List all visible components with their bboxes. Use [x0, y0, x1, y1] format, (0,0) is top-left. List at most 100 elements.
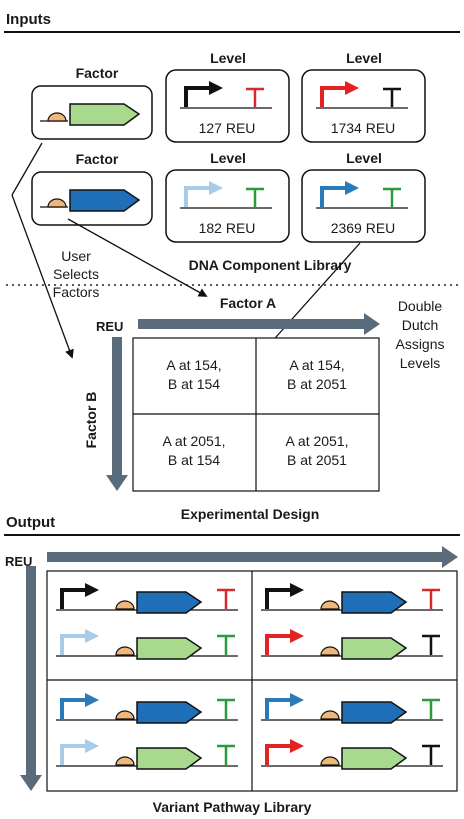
output-reu-label: REU: [5, 554, 32, 569]
cds-icon: [136, 701, 203, 724]
level-3-glyph: [180, 181, 272, 209]
rbs-icon: [320, 756, 340, 766]
design-cell-1-line-1: A at 154,: [166, 357, 221, 373]
design-cell-4-line-2: B at 2051: [287, 452, 347, 468]
level-2-label: Level: [346, 50, 382, 66]
promoter-icon: [85, 583, 99, 597]
cds-icon: [136, 591, 203, 614]
promoter-icon: [345, 81, 359, 95]
factor-2-glyph: [40, 189, 141, 212]
variant-4: [261, 693, 443, 770]
design-caption: Experimental Design: [181, 506, 320, 522]
terminator-icon: [246, 87, 264, 107]
inputs-heading: Inputs: [6, 11, 51, 28]
terminator-icon: [422, 634, 440, 655]
terminator-icon: [217, 744, 235, 765]
promoter-icon: [290, 739, 304, 753]
level-3-label: Level: [210, 150, 246, 166]
double-dutch-line-3: Assigns: [395, 336, 444, 352]
promoter-icon: [85, 629, 99, 643]
rbs-icon: [320, 710, 340, 720]
variant-4-unit-a: [261, 693, 443, 724]
variant-4-unit-b: [261, 739, 443, 770]
level-4-label: Level: [346, 150, 382, 166]
selection-line: [11, 142, 43, 196]
terminator-icon: [217, 588, 235, 609]
terminator-icon: [383, 87, 401, 107]
level-1-label: Level: [210, 50, 246, 66]
variant-2-unit-a: [261, 583, 443, 614]
cds-icon: [341, 747, 408, 770]
variant-3: [56, 693, 238, 770]
rbs-icon: [47, 198, 67, 208]
cds-icon: [341, 701, 408, 724]
variant-2: [261, 583, 443, 660]
rbs-icon: [320, 600, 340, 610]
terminator-icon: [217, 698, 235, 719]
design-reu-label: REU: [96, 319, 123, 334]
variant-3-unit-a: [56, 693, 238, 724]
level-4-value: 2369 REU: [331, 220, 396, 236]
terminator-icon: [217, 634, 235, 655]
variant-1-unit-a: [56, 583, 238, 614]
variant-2-unit-b: [261, 629, 443, 660]
factor-b-arrow: [11, 194, 74, 359]
cds-icon: [341, 637, 408, 660]
design-cell-1-line-2: B at 154: [168, 376, 220, 392]
promoter-icon: [85, 739, 99, 753]
factor-1-glyph: [40, 103, 141, 126]
user-selects-line-3: Factors: [53, 284, 100, 300]
rbs-icon: [115, 710, 135, 720]
cds-icon: [69, 103, 141, 126]
level-3-value: 182 REU: [199, 220, 256, 236]
level-2-value: 1734 REU: [331, 120, 396, 136]
design-cell-2-line-1: A at 154,: [289, 357, 344, 373]
design-cell-4-line-1: A at 2051,: [285, 433, 348, 449]
terminator-icon: [422, 744, 440, 765]
double-dutch-line-4: Levels: [400, 355, 440, 371]
promoter-icon: [290, 583, 304, 597]
design-cell-3-line-2: B at 154: [168, 452, 220, 468]
factor-1-label: Factor: [76, 65, 119, 81]
cds-icon: [136, 747, 203, 770]
promoter-icon: [290, 629, 304, 643]
rbs-icon: [115, 600, 135, 610]
user-selects-line-1: User: [61, 248, 91, 264]
variant-1-unit-b: [56, 629, 238, 660]
promoter-icon: [85, 693, 99, 707]
factor-2-label: Factor: [76, 151, 119, 167]
level-2-glyph: [316, 81, 408, 109]
terminator-icon: [422, 698, 440, 719]
double-dutch-line-2: Dutch: [402, 317, 439, 333]
rbs-icon: [115, 756, 135, 766]
output-caption: Variant Pathway Library: [153, 799, 312, 815]
variant-3-unit-b: [56, 739, 238, 770]
design-grid: [132, 337, 380, 492]
output-y-axis-arrow: [20, 566, 42, 791]
design-cell-3-line-1: A at 2051,: [162, 433, 225, 449]
level-1-value: 127 REU: [199, 120, 256, 136]
user-selects-line-2: Selects: [53, 266, 99, 282]
double-dutch-line-1: Double: [398, 298, 443, 314]
rbs-icon: [320, 646, 340, 656]
level-4-glyph: [316, 181, 408, 209]
promoter-icon: [209, 81, 223, 95]
terminator-icon: [422, 588, 440, 609]
factor-a-arrow: [67, 218, 208, 297]
level-1-glyph: [180, 81, 272, 109]
factor-a-label: Factor A: [220, 295, 276, 311]
library-caption: DNA Component Library: [189, 257, 352, 273]
factor-b-axis-arrow: [106, 337, 128, 491]
factor-a-axis-arrow: [138, 313, 380, 335]
output-heading: Output: [6, 514, 55, 531]
promoter-icon: [209, 181, 223, 195]
cds-icon: [69, 189, 141, 212]
rbs-icon: [47, 112, 67, 122]
output-x-axis-arrow: [47, 546, 458, 568]
cds-icon: [136, 637, 203, 660]
promoter-icon: [290, 693, 304, 707]
promoter-icon: [345, 181, 359, 195]
terminator-icon: [246, 187, 264, 207]
cds-icon: [341, 591, 408, 614]
